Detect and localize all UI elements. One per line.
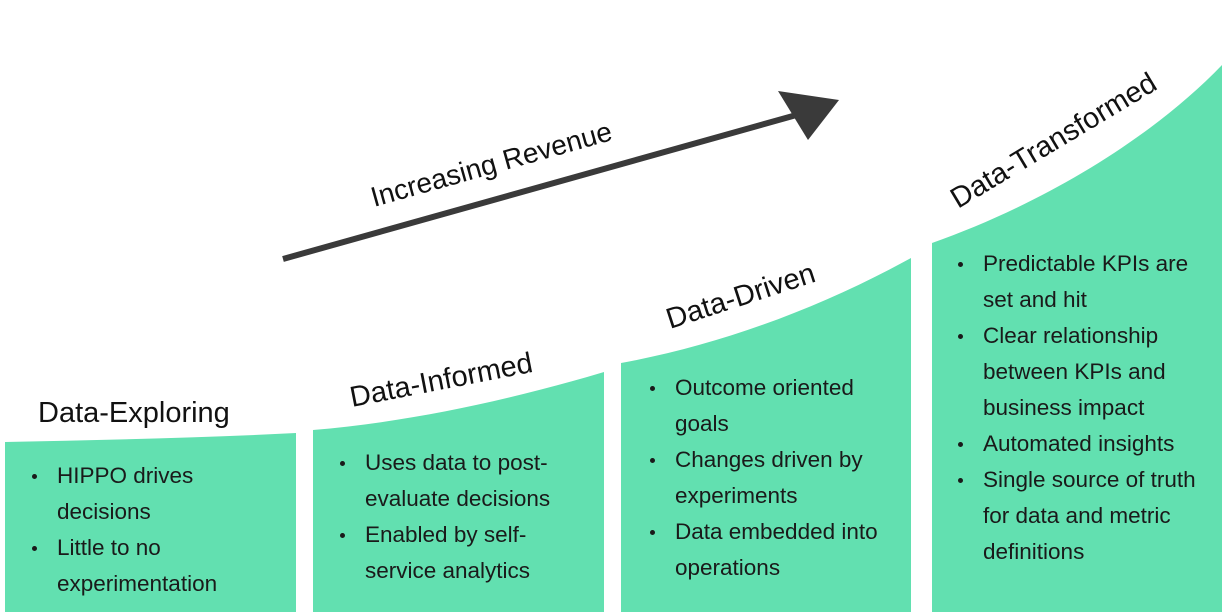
bullet-item: Predictable KPIs are set and hit (953, 246, 1219, 318)
stage-panel-exploring (5, 433, 296, 612)
stage-bullets-exploring: HIPPO drives decisions Little to no expe… (27, 458, 287, 602)
stage-panel-transformed (932, 65, 1222, 612)
stage-title-exploring: Data-Exploring (38, 397, 230, 429)
stage-bullets-driven: Outcome oriented goals Changes driven by… (645, 370, 903, 586)
bullet-item: Data embedded into operations (645, 514, 903, 586)
stage-panel-informed (313, 372, 604, 612)
bullet-item: Enabled by self-service analytics (335, 517, 597, 589)
bullet-item: Little to no experimentation (27, 530, 287, 602)
bullet-item: Uses data to post-evaluate decisions (335, 445, 597, 517)
stage-bullets-informed: Uses data to post-evaluate decisions Ena… (335, 445, 597, 589)
revenue-arrow-head (778, 91, 839, 140)
stage-bullets-transformed: Predictable KPIs are set and hit Clear r… (953, 246, 1219, 570)
bullet-item: Changes driven by experiments (645, 442, 903, 514)
stage-panel-driven (621, 258, 911, 612)
bullet-item: Single source of truth for data and metr… (953, 462, 1219, 570)
revenue-arrow-shaft (282, 111, 801, 262)
bullet-item: Automated insights (953, 426, 1219, 462)
bullet-item: Clear relationship between KPIs and busi… (953, 318, 1219, 426)
bullet-item: Outcome oriented goals (645, 370, 903, 442)
bullet-item: HIPPO drives decisions (27, 458, 287, 530)
